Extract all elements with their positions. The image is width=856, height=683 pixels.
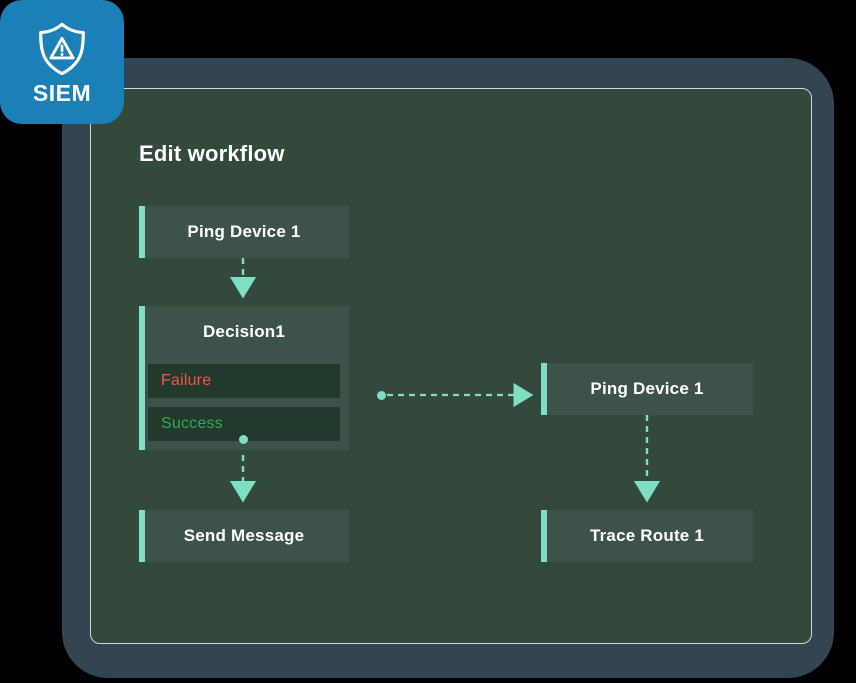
- shield-warning-icon: [33, 20, 91, 78]
- workflow-node-decision-1[interactable]: Decision1: [139, 306, 349, 358]
- siem-badge-label: SIEM: [32, 79, 92, 106]
- siem-badge[interactable]: SIEM: [0, 0, 124, 124]
- workflow-node-ping-device-1[interactable]: Ping Device 1: [139, 206, 349, 258]
- branch-label: Failure: [161, 372, 212, 389]
- node-accent-bar: [139, 206, 145, 258]
- workflow-node-ping-device-2[interactable]: Ping Device 1: [541, 363, 753, 415]
- decision-branch-failure[interactable]: Failure: [148, 364, 340, 398]
- branch-label: Success: [161, 415, 223, 432]
- node-label: Decision1: [202, 322, 286, 341]
- node-label: Ping Device 1: [590, 379, 704, 398]
- node-accent-bar: [139, 510, 145, 562]
- workflow-node-send-message[interactable]: Send Message: [139, 510, 349, 562]
- node-accent-bar: [139, 358, 145, 450]
- workflow-panel: Edit workflow Ping Devic: [90, 88, 812, 644]
- workflow-canvas[interactable]: Ping Device 1 Decision1 Failure Success …: [91, 89, 811, 643]
- workflow-node-trace-route-1[interactable]: Trace Route 1: [541, 510, 753, 562]
- node-label: Send Message: [183, 526, 305, 545]
- port-dot-failure[interactable]: [377, 391, 386, 400]
- node-accent-bar: [139, 306, 145, 358]
- node-accent-bar: [541, 510, 547, 562]
- node-label: Ping Device 1: [187, 222, 301, 241]
- decision-branch-success[interactable]: Success: [148, 407, 340, 441]
- port-dot-success[interactable]: [239, 435, 248, 444]
- node-label: Trace Route 1: [589, 526, 705, 545]
- page-title: Edit workflow: [139, 141, 285, 166]
- node-accent-bar: [541, 363, 547, 415]
- decision-branch-container: Failure Success: [139, 358, 349, 450]
